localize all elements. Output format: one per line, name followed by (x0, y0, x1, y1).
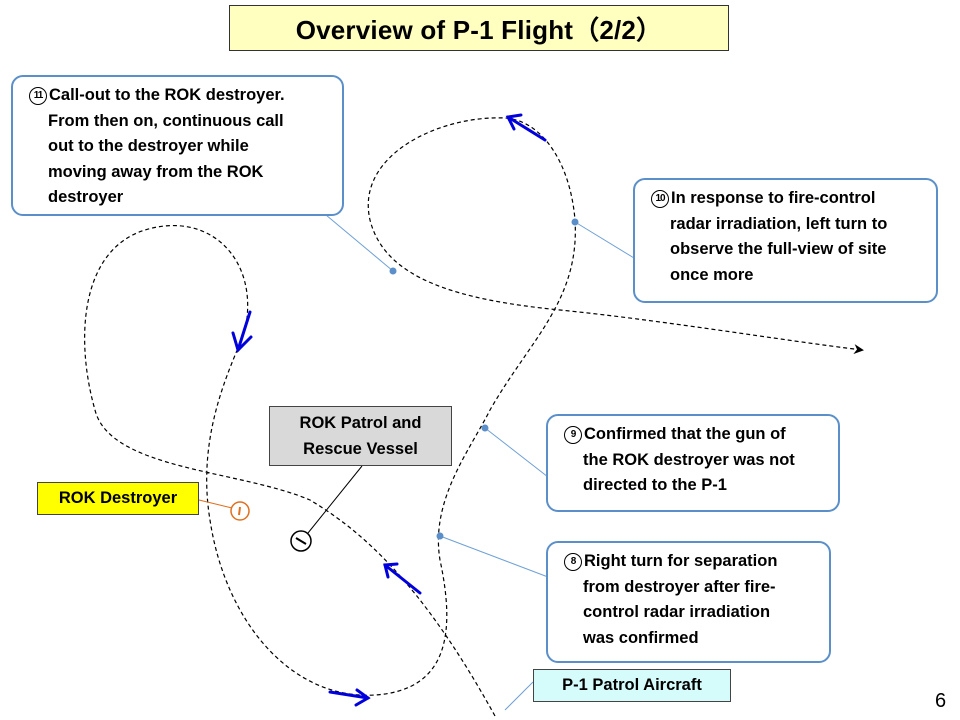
direction-arrow-3 (383, 562, 422, 595)
patrol-vessel-label-line-2: Rescue Vessel (303, 440, 418, 458)
path-point-8 (436, 532, 444, 540)
callout-10-line-4: once more (670, 265, 754, 284)
circled-number-10: 10 (651, 190, 669, 208)
callout-11-line-5: destroyer (48, 188, 124, 206)
callout-10-line-1: In response to fire-control (671, 189, 876, 207)
p1-aircraft-label: P-1 Patrol Aircraft (533, 669, 731, 702)
callout-9-line-2: the ROK destroyer was not (583, 450, 795, 469)
callout-11-line-4: moving away from the ROK (48, 162, 264, 181)
callout-11-line-1: Call-out to the ROK destroyer. (49, 86, 285, 104)
callout-8-line-3: control radar irradiation (583, 603, 771, 621)
direction-arrow-1 (231, 310, 253, 353)
patrol-vessel-label: ROK Patrol and Rescue Vessel (269, 406, 452, 466)
callout-9-line-1: Confirmed that the gun of (584, 425, 786, 443)
rok-destroyer-label: ROK Destroyer (37, 482, 199, 515)
page-title: Overview of P-1 Flight（2/2） (229, 5, 729, 51)
direction-arrow-2 (505, 113, 547, 142)
patrol-vessel-marker-icon (290, 530, 312, 552)
rok-destroyer-marker-icon (230, 501, 250, 521)
callout-10-line-3: observe the full-view of site (670, 240, 887, 258)
leader-line-8 (439, 535, 549, 578)
callout-8-line-2: from destroyer after fire- (583, 577, 776, 596)
callout-8-line-4: was confirmed (583, 628, 699, 647)
vessel-leader-line (307, 465, 363, 534)
callout-8-line-1: Right turn for separation (584, 552, 778, 570)
circled-number-11: 11 (29, 87, 47, 105)
callout-10-line-2: radar irradiation, left turn to (670, 214, 888, 233)
path-point-11 (389, 267, 397, 275)
circled-number-8: 8 (564, 553, 582, 571)
callout-11-line-2: From then on, continuous call (48, 111, 284, 130)
leader-line-p1 (504, 681, 534, 711)
circled-number-9: 9 (564, 426, 582, 444)
leader-line-11 (325, 214, 394, 272)
path-point-9 (481, 424, 489, 432)
callout-11-line-3: out to the destroyer while (48, 137, 249, 155)
patrol-vessel-label-line-1: ROK Patrol and (299, 414, 422, 432)
page-number: 6 (935, 690, 947, 712)
flight-path (84, 117, 864, 717)
leader-line-9 (484, 427, 549, 478)
destroyer-leader-line (198, 499, 233, 509)
path-point-10 (571, 218, 579, 226)
leader-line-10 (574, 221, 635, 259)
callout-9-line-3: directed to the P-1 (583, 476, 727, 494)
direction-arrow-4 (328, 688, 371, 707)
